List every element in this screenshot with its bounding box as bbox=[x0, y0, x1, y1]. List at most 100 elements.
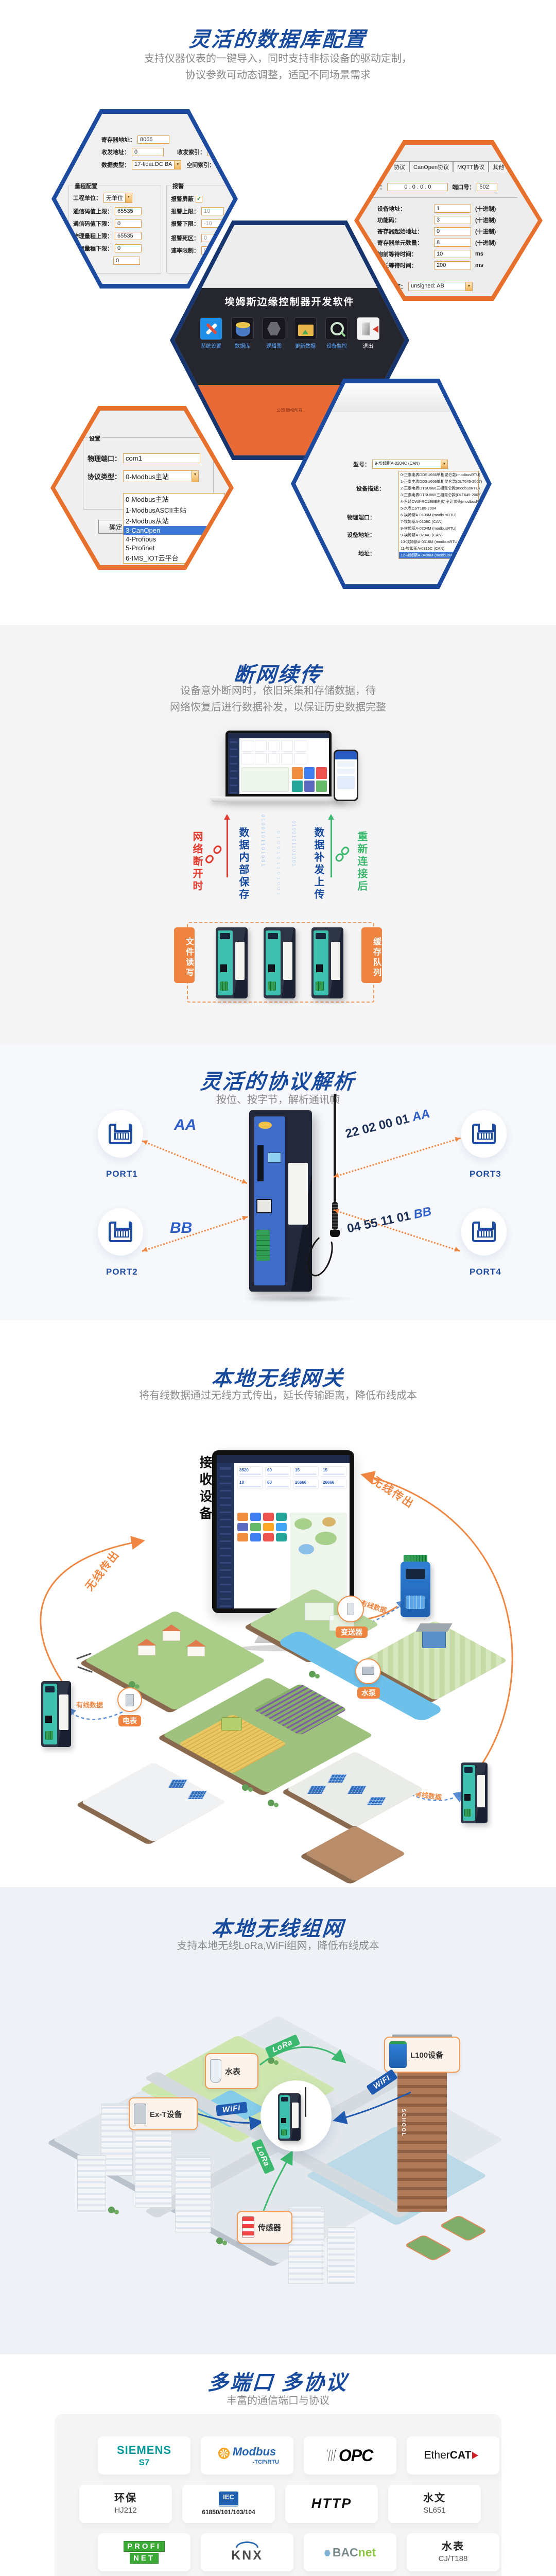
dropdown-option[interactable]: 0-Modbus主站 bbox=[126, 496, 169, 503]
launcher-app-icon[interactable]: 退出 bbox=[356, 317, 380, 349]
rw-address-input[interactable]: 0 bbox=[132, 148, 164, 156]
dropdown-option[interactable]: 1-正泰电表DDSU666单相昆仑款(DLT645-2007) bbox=[401, 479, 482, 484]
alarm-mask-checkbox[interactable]: ✓ bbox=[196, 195, 202, 202]
space-index-input[interactable]: 0 bbox=[217, 161, 230, 169]
app-icon[interactable] bbox=[325, 317, 348, 340]
dropdown-option[interactable]: 5-水表CJ/T188-2004 bbox=[401, 506, 437, 511]
dropdown-option[interactable]: 4-东崎DW8-RC18B单相功率计表头(modbusRTU) bbox=[401, 499, 485, 504]
section3-subtitle: 按位、按字节，解析通讯帧 bbox=[216, 1094, 340, 1106]
rw-index-input[interactable]: 6 bbox=[207, 148, 228, 156]
comm-high-input[interactable]: 65535 bbox=[115, 207, 142, 215]
dropdown-option[interactable]: 6-IMS_IOT云平台 bbox=[126, 554, 179, 562]
logo-subtext: 61850/101/103/104 bbox=[202, 2509, 255, 2516]
phys-low-input[interactable]: 0 bbox=[115, 244, 142, 252]
comm-low-input[interactable]: 0 bbox=[115, 219, 142, 228]
app-icon[interactable] bbox=[263, 317, 285, 340]
field-label: 报警上限： bbox=[171, 209, 199, 215]
section-database-config: 灵活的数据库配置 支持仪器仪表的一键导入，同时支持非标设备的驱动定制， 协议参数… bbox=[0, 0, 556, 625]
label-wireless-out: 无线传出 bbox=[370, 1475, 416, 1511]
phone-mockup bbox=[334, 750, 358, 801]
launcher-app-icon[interactable]: 逻辑图 bbox=[262, 317, 286, 349]
extra-input[interactable]: 0 bbox=[113, 257, 140, 265]
dropdown-option[interactable]: 8-埃姆斯A-0204M (modbusRTU) bbox=[401, 526, 457, 531]
ip-input[interactable]: 0 . 0 . 0 . 0 bbox=[387, 183, 448, 191]
app-icon[interactable] bbox=[294, 317, 317, 340]
dropdown-option[interactable]: 3-CanOpen bbox=[124, 526, 224, 535]
badge-ext-device: Ex-T设备 bbox=[129, 2097, 198, 2130]
field-input[interactable]: 10 bbox=[434, 250, 471, 258]
pump-callout-circle bbox=[355, 1658, 381, 1684]
launcher-app-icon[interactable]: 设备监控 bbox=[324, 317, 349, 349]
launcher-app-icon[interactable]: 系统设置 bbox=[199, 317, 223, 349]
launcher-icon-row: 系统设置 数据库逻辑图更新数据设备监控退出 bbox=[175, 317, 405, 349]
frame-label-bb: BB bbox=[170, 1219, 193, 1236]
alarm-dead-input[interactable]: 0 bbox=[201, 234, 224, 242]
rj45-port-icon bbox=[109, 1222, 132, 1242]
model-select[interactable]: 9-埃姆斯A-0204C (CAN)▼ bbox=[372, 460, 448, 469]
dropdown-option[interactable]: 1-ModbusASCII主站 bbox=[126, 506, 186, 514]
dropdown-option[interactable]: 4-Profibus bbox=[126, 535, 157, 543]
logo-text: HTTP bbox=[311, 2496, 352, 2512]
chevron-down-icon[interactable]: ▼ bbox=[441, 460, 447, 468]
data-type-select[interactable]: 17-float:DC BA▼ bbox=[132, 160, 182, 170]
app-icon-label: 系统设置 bbox=[201, 344, 221, 349]
app-icon[interactable] bbox=[231, 317, 254, 340]
unit-select[interactable]: 无单位▼ bbox=[103, 193, 132, 203]
app-icon[interactable] bbox=[200, 317, 222, 340]
protocol-tab[interactable]: CanOpen协议 bbox=[409, 161, 454, 172]
field-label: 设备地址： bbox=[377, 206, 406, 212]
protocol-tab[interactable]: MQTT协议 bbox=[453, 161, 489, 172]
port-number-input[interactable]: 502 bbox=[477, 183, 498, 191]
chevron-down-icon[interactable]: ▼ bbox=[192, 471, 199, 482]
data-stream-decoration: 0100101101001 bbox=[276, 831, 281, 898]
field-input[interactable]: 200 bbox=[434, 261, 471, 269]
dropdown-option[interactable]: 6-埃姆斯A-0108M (modbusRTU) bbox=[401, 513, 457, 517]
launcher-app-icon[interactable]: 更新数据 bbox=[293, 317, 318, 349]
dropdown-option[interactable]: 7-埃姆斯A-0108C (CAN) bbox=[401, 519, 443, 524]
app-icon[interactable] bbox=[357, 317, 379, 340]
launcher-app-icon[interactable]: 数据库 bbox=[230, 317, 255, 349]
phys-high-input[interactable]: 65535 bbox=[115, 232, 142, 240]
field-input[interactable]: 8 bbox=[434, 239, 471, 247]
dropdown-option[interactable]: 5-Profinet bbox=[126, 544, 155, 552]
dropdown-option[interactable]: 2-Modbus从站 bbox=[126, 517, 169, 525]
dropdown-option[interactable]: 2-正泰电表DTSU666三相昆仑款(modbusRTU) bbox=[401, 486, 480, 490]
byte-order-select[interactable]: unsigned: AB▼ bbox=[408, 282, 473, 291]
physical-port-input[interactable]: com1 bbox=[123, 453, 201, 463]
chevron-down-icon[interactable]: ▼ bbox=[174, 161, 181, 169]
dropdown-option[interactable]: 11-埃姆斯A-0316C (CAN) bbox=[401, 546, 445, 551]
alarm-high-input[interactable]: 10 bbox=[201, 207, 224, 215]
antenna-icon bbox=[305, 2087, 306, 2117]
dropdown-option[interactable]: 12-埃姆斯A-0406M (modbusRTU) bbox=[399, 552, 478, 558]
chevron-down-icon[interactable]: ▼ bbox=[125, 193, 132, 202]
ethercat-arrow-icon bbox=[472, 2452, 482, 2460]
protocol-tab[interactable]: 协议 bbox=[390, 161, 409, 172]
protocol-tab[interactable]: 其他 bbox=[489, 161, 509, 172]
kpi-card: 15 bbox=[321, 1466, 346, 1477]
dropdown-option[interactable]: 10-埃姆斯A-0316M (modbusRTU) bbox=[401, 539, 459, 544]
l100-device-icon bbox=[389, 2041, 407, 2068]
section3-title: 灵活的协议解析 bbox=[199, 1071, 356, 1093]
register-address-input[interactable]: 8066 bbox=[137, 135, 169, 144]
section5-subtitle: 支持本地无线LoRa,WiFi组网，降低布线成本 bbox=[177, 1940, 379, 1952]
field-input[interactable]: 3 bbox=[434, 216, 471, 224]
range-config-group: 量程配置 工程单位：无单位▼ 通信码值上限：65535 通信码值下限：0 物理量… bbox=[68, 182, 161, 274]
dashboard-sidebar bbox=[217, 1463, 234, 1608]
group-title: 报警 bbox=[171, 182, 185, 190]
dropdown-option[interactable]: 9-埃姆斯A-0204C (CAN) bbox=[401, 533, 443, 537]
field-input[interactable]: 0 bbox=[434, 227, 471, 235]
chevron-down-icon[interactable]: ▼ bbox=[465, 282, 472, 291]
dropdown-option[interactable]: 0-正泰电表DDSU666单相昆仑款(modbusRTU) bbox=[401, 472, 480, 477]
port4-circle bbox=[461, 1208, 507, 1256]
logo-subtext: SL651 bbox=[423, 2506, 446, 2515]
protocol-type-select[interactable]: 0-Modbus主站▼ bbox=[123, 470, 199, 482]
logo-text: SIEMENS bbox=[116, 2443, 172, 2456]
port3-label: PORT3 bbox=[470, 1169, 501, 1179]
field-label: IP： bbox=[374, 184, 386, 191]
dropdown-option[interactable]: 3-正泰电表DTSU666三相昆仑款(DLT645-2007) bbox=[401, 493, 482, 497]
label-reconnected: 重新连接后 bbox=[356, 831, 367, 893]
alarm-low-input[interactable]: -10 bbox=[201, 219, 224, 228]
field-input[interactable]: 1 bbox=[434, 205, 471, 213]
